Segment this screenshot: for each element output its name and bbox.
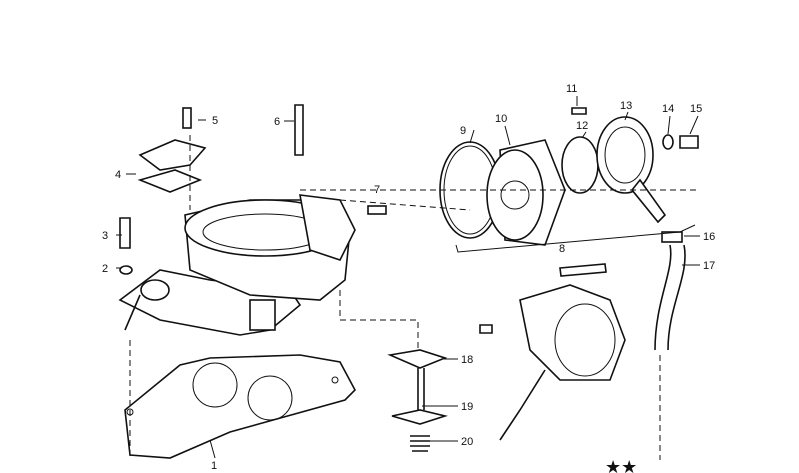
label-5: 5 — [212, 115, 218, 127]
part-7 — [367, 205, 387, 215]
label-13: 13 — [620, 100, 632, 112]
label-19: 19 — [461, 401, 473, 413]
screw-11 — [571, 107, 587, 115]
carburetor-body — [118, 194, 356, 336]
screw-3 — [119, 217, 131, 249]
label-15: 15 — [690, 103, 702, 115]
screw-6 — [294, 104, 304, 156]
spring-20 — [410, 435, 430, 452]
label-11: 11 — [566, 83, 577, 95]
star-marks: ★★ — [605, 457, 637, 473]
housing-10 — [486, 139, 566, 246]
label-18: 18 — [461, 354, 473, 366]
hose-17 — [654, 244, 672, 351]
flange-19 — [391, 409, 448, 425]
label-1: 1 — [211, 460, 217, 472]
label-2: 2 — [102, 263, 108, 275]
flange-18 — [387, 349, 448, 369]
label-6: 6 — [274, 116, 280, 128]
label-7: 7 — [374, 184, 380, 196]
label-4: 4 — [115, 169, 121, 181]
label-9: 9 — [460, 125, 466, 137]
gasket-part — [124, 354, 356, 459]
label-16: 16 — [703, 231, 715, 243]
cover-13 — [596, 116, 667, 224]
label-17: 17 — [703, 260, 715, 272]
label-12: 12 — [576, 120, 588, 132]
label-8: 8 — [559, 243, 565, 255]
label-10: 10 — [495, 113, 507, 125]
vacuum-unit — [479, 263, 626, 441]
ring-12 — [561, 136, 599, 194]
label-3: 3 — [102, 230, 108, 242]
cover-part — [137, 107, 207, 193]
washer-2 — [119, 265, 133, 275]
label-20: 20 — [461, 436, 473, 448]
clamp-16 — [661, 231, 683, 243]
bolt-15 — [679, 135, 699, 149]
label-14: 14 — [662, 103, 674, 115]
washer-14 — [662, 134, 674, 150]
